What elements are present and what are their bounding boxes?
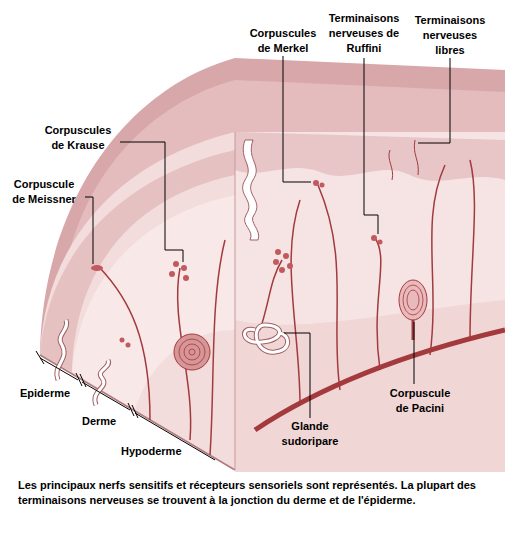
caption: Les principaux nerfs sensitifs et récept… bbox=[18, 478, 496, 508]
part-label: Epiderme bbox=[20, 386, 70, 401]
part-label: Corpuscules de Krause bbox=[40, 123, 116, 153]
part-label: Corpuscule de Meissner bbox=[7, 177, 81, 207]
part-label: Terminaisons nerveuses de Ruffini bbox=[323, 11, 405, 56]
part-label: Corpuscules de Merkel bbox=[243, 26, 323, 56]
part-label: Corpuscule de Pacini bbox=[382, 386, 458, 416]
part-label: Glande sudoripare bbox=[275, 419, 345, 449]
part-label: Terminaisons nerveuses libres bbox=[409, 13, 491, 58]
part-label: Hypoderme bbox=[121, 444, 182, 459]
part-label: Derme bbox=[82, 414, 116, 429]
